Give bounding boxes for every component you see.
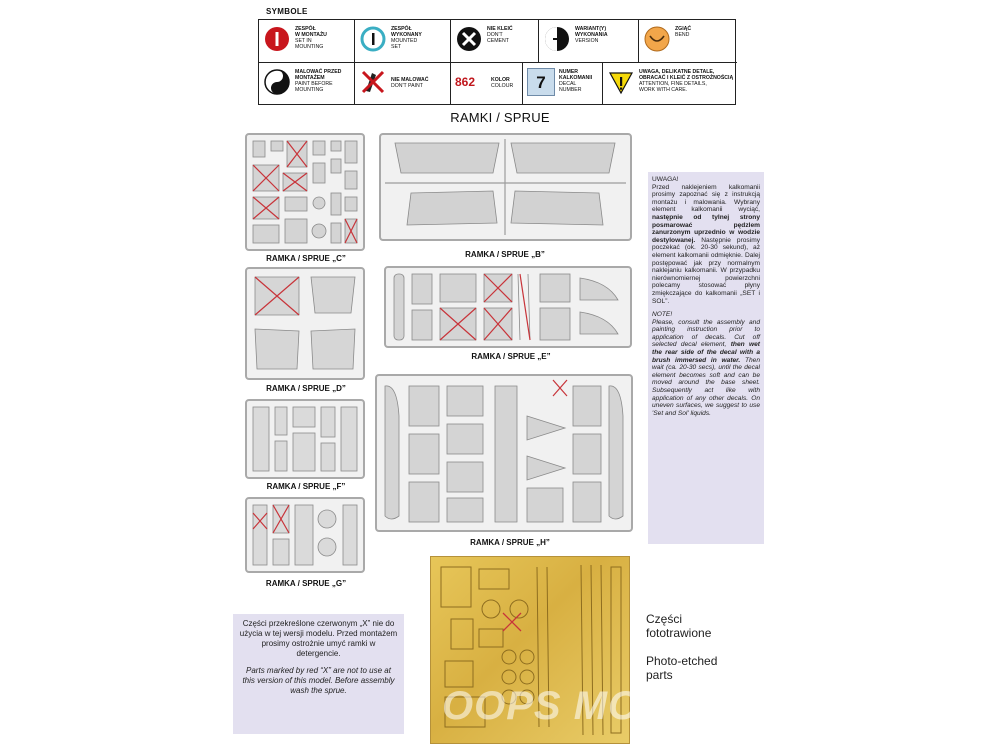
warning-icon	[608, 72, 634, 95]
sprue-h-label: RAMKA / SPRUE „H”	[470, 538, 550, 547]
sprue-h-parts	[384, 379, 624, 523]
legend-label: WARIANT(Y)WYKONANIA VERSION	[575, 26, 608, 44]
photo-etched-parts	[440, 564, 622, 736]
sprue-g	[245, 497, 365, 573]
sprue-e-label: RAMKA / SPRUE „E”	[471, 352, 551, 361]
sprues-title: RAMKI / SPRUE	[450, 110, 550, 125]
sprue-b-label: RAMKA / SPRUE „B”	[465, 250, 545, 259]
sprue-d-label: RAMKA / SPRUE „D”	[266, 384, 346, 393]
legend-label: ZGIĄĆ BEND	[675, 26, 692, 38]
photo-etched-caption: Części fototrawione Photo-etched parts	[646, 612, 742, 682]
legend-warning: UWAGA, DELIKATNE DETALE,OBRACAĆ I KLEIĆ …	[603, 63, 737, 105]
sprue-c-label: RAMKA / SPRUE „C”	[266, 254, 346, 263]
paint-before-mounting-icon	[264, 69, 290, 95]
dont-paint-icon	[361, 70, 385, 94]
sprue-f-parts	[252, 406, 358, 472]
sprue-h	[375, 374, 633, 532]
note-left-pl: Części przekreślone czerwonym „X” nie do…	[239, 619, 398, 658]
legend-label: NIE MALOWAĆ DON'T PAINT	[391, 77, 429, 89]
sprue-c-parts	[252, 140, 358, 244]
watermark: OOPS MODEL	[442, 684, 724, 728]
sprue-b	[379, 133, 632, 241]
mounted-set-red-icon	[265, 27, 289, 51]
note-en: NOTE! Please, consult the assembly and p…	[652, 311, 760, 417]
legend-label: KOLOR COLOUR	[491, 77, 514, 89]
legend-title: SYMBOLE	[266, 7, 308, 16]
note-left-en: Parts marked by red “X” are not to use a…	[242, 666, 395, 695]
sprue-e	[384, 266, 632, 348]
sprue-d	[245, 267, 365, 380]
note-pl: UWAGA! Przed naklejeniem kalkomanii pros…	[652, 176, 760, 305]
sprue-b-parts	[385, 139, 626, 235]
decal-number: 7	[527, 68, 555, 96]
crossed-parts-note: Części przekreślone czerwonym „X” nie do…	[233, 614, 404, 734]
legend-version: WARIANT(Y)WYKONANIA VERSION	[539, 20, 639, 63]
photo-etched-en: Photo-etched parts	[646, 654, 718, 682]
version-icon	[545, 27, 569, 51]
legend-bend: ZGIĄĆ BEND	[639, 20, 737, 63]
colour-number: 862	[455, 75, 476, 89]
sprue-d-parts	[254, 276, 356, 370]
sprue-e-parts	[393, 273, 619, 341]
photo-etched-fret	[430, 556, 630, 744]
mounted-set-icon	[360, 26, 386, 52]
sprue-c	[245, 133, 365, 251]
sprue-f	[245, 399, 365, 479]
legend-colour: 862 KOLOR COLOUR	[451, 63, 523, 105]
photo-etched-pl: Części fototrawione	[646, 612, 712, 640]
dont-cement-icon	[457, 27, 481, 51]
legend-dont-paint: NIE MALOWAĆ DON'T PAINT	[355, 63, 451, 105]
sprue-f-label: RAMKA / SPRUE „F”	[266, 482, 346, 491]
bend-icon	[644, 26, 670, 52]
decal-instructions-note: UWAGA! Przed naklejeniem kalkomanii pros…	[648, 172, 764, 544]
sprue-g-parts	[252, 504, 358, 566]
sprue-g-label: RAMKA / SPRUE „G”	[265, 579, 347, 588]
legend-label: UWAGA, DELIKATNE DETALE,OBRACAĆ I KLEIĆ …	[639, 69, 734, 93]
